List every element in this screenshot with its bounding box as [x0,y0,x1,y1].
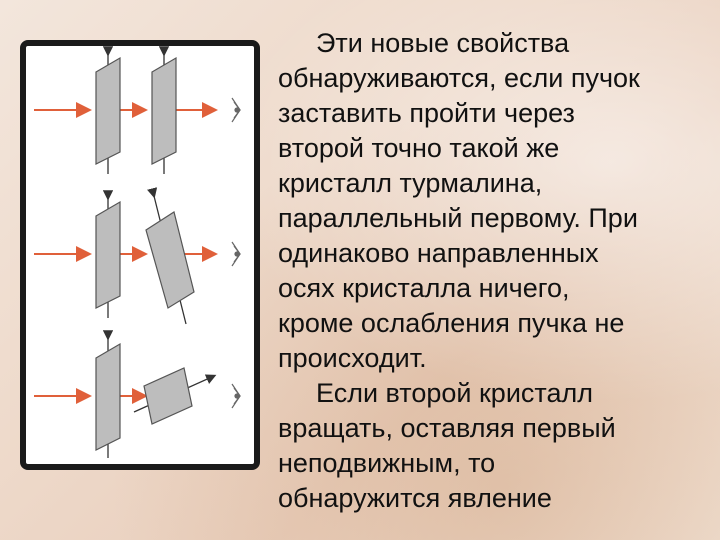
text-line: происходит. [278,343,427,373]
text-line: одинаково направленных [278,238,599,268]
tourmaline-crystals-figure [20,40,260,470]
text-line-clipped: обнаружится явление [278,483,552,513]
second-crystal-plate [143,367,193,425]
row-tilted [34,187,241,325]
eye-icon [231,97,241,123]
text-line: Если второй кристалл [316,378,593,408]
text-line: обнаруживаются, если пучок [278,63,640,93]
eye-icon [231,383,241,409]
text-line: заставить пройти через [278,98,575,128]
text-line: осях кристалла ничего, [278,273,570,303]
second-crystal-plate [151,56,177,165]
row-parallel [34,46,241,174]
text-line: вращать, оставляя первый [278,413,616,443]
text-line: параллельный первому. При [278,203,638,233]
second-crystal-plate [145,211,195,309]
text-line: неподвижным, то [278,448,496,478]
eye-icon [231,241,241,267]
text-line: кроме ослабления пучка не [278,308,625,338]
text-line: кристалл турмалина, [278,168,543,198]
crystals-diagram [34,46,241,458]
text-line: второй точно такой же [278,133,560,163]
row-perpendicular [34,330,241,458]
slide-text: Эти новые свойства обнаруживаются, если … [278,26,718,516]
text-line: Эти новые свойства [316,28,570,58]
first-crystal-plate [95,342,121,451]
first-crystal-plate [95,56,121,165]
first-crystal-plate [95,200,121,309]
